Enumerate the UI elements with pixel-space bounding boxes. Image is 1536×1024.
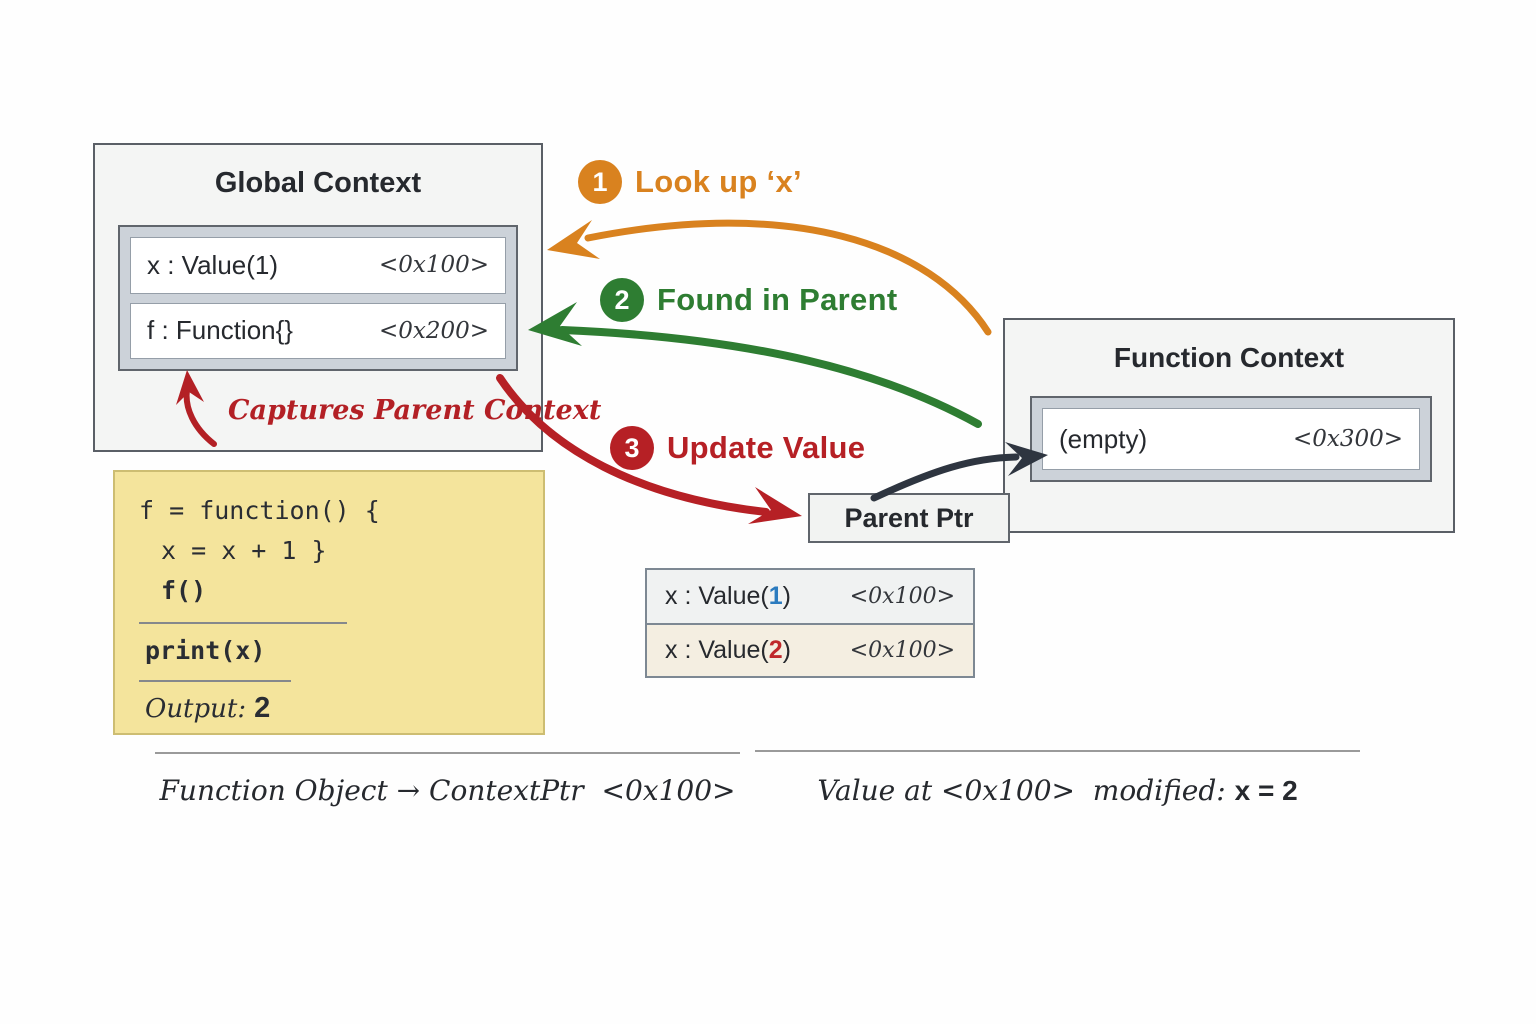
lookup-arrowhead bbox=[547, 220, 600, 259]
caption-divider-left bbox=[155, 752, 740, 754]
step-1-badge: 1 bbox=[578, 160, 622, 204]
output-line: Output:2 bbox=[145, 692, 270, 725]
memory-address: <0x100> bbox=[849, 584, 955, 609]
global-context-box: Global Context x : Value(1) <0x100> f : … bbox=[93, 143, 543, 452]
variable-entry: (empty) bbox=[1059, 423, 1148, 454]
found-arrow bbox=[558, 326, 982, 428]
update-arrowhead bbox=[748, 487, 802, 524]
step-1: 1 Look up ‘x’ bbox=[578, 160, 802, 204]
memory-address: <0x100> bbox=[849, 638, 955, 663]
context-row: (empty) <0x300> bbox=[1042, 408, 1420, 470]
value-entry: x : Value(1) bbox=[665, 582, 791, 610]
code-line: x = x + 1 } bbox=[161, 536, 327, 565]
code-divider bbox=[139, 622, 347, 624]
output-value: 2 bbox=[254, 692, 271, 724]
value-digit: 1 bbox=[768, 582, 783, 610]
context-row: f : Function{} <0x200> bbox=[130, 302, 506, 359]
parent-ptr-arrow bbox=[870, 453, 1020, 502]
context-row: x : Value(1) <0x100> bbox=[130, 237, 506, 294]
print-statement: print(x) bbox=[145, 636, 266, 665]
caption-function-object: Function Object → ContextPtr <0x100> bbox=[159, 774, 736, 807]
memory-address: <0x100> bbox=[378, 252, 489, 279]
step-3: 3 Update Value bbox=[610, 426, 865, 470]
code-divider bbox=[139, 680, 291, 682]
variable-entry: x : Value(1) bbox=[147, 249, 279, 280]
step-3-badge: 3 bbox=[610, 426, 654, 470]
step-2: 2 Found in Parent bbox=[600, 278, 897, 322]
code-snippet-box: f = function() { x = x + 1 } f() print(x… bbox=[113, 470, 545, 735]
global-context-title: Global Context bbox=[214, 167, 422, 199]
value-digit: 2 bbox=[768, 636, 783, 664]
result-text: x = 2 bbox=[1234, 775, 1298, 806]
step-2-label: Found in Parent bbox=[657, 282, 898, 317]
code-line: f() bbox=[161, 576, 207, 605]
memory-address: <0x200> bbox=[378, 317, 489, 344]
value-cell-stack: x : Value(1) <0x100> x : Value(2) <0x100… bbox=[645, 568, 975, 678]
global-context-slots: x : Value(1) <0x100> f : Function{} <0x2… bbox=[118, 225, 518, 371]
step-1-label: Look up ‘x’ bbox=[635, 164, 802, 199]
parent-ptr-box: Parent Ptr bbox=[808, 493, 1010, 543]
function-context-slots: (empty) <0x300> bbox=[1030, 396, 1432, 482]
caption-divider-right bbox=[755, 750, 1360, 752]
caption-value-modified: Value at <0x100> modified: x = 2 bbox=[817, 774, 1298, 807]
step-3-label: Update Value bbox=[667, 430, 866, 465]
memory-address: <0x300> bbox=[1292, 426, 1403, 452]
value-cell-old: x : Value(1) <0x100> bbox=[647, 570, 973, 623]
variable-entry: f : Function{} bbox=[147, 315, 293, 346]
function-context-box: Function Context (empty) <0x300> bbox=[1003, 318, 1455, 533]
code-line: f = function() { bbox=[139, 496, 380, 525]
parent-ptr-label: Parent Ptr bbox=[844, 502, 974, 533]
value-cell-new: x : Value(2) <0x100> bbox=[647, 623, 973, 676]
value-entry: x : Value(2) bbox=[665, 636, 791, 664]
captures-parent-context-note: Captures Parent Context bbox=[228, 395, 602, 426]
output-label: Output: bbox=[145, 694, 247, 724]
arrow-glyph: → bbox=[396, 774, 421, 807]
function-context-title: Function Context bbox=[1113, 342, 1345, 373]
step-2-badge: 2 bbox=[600, 278, 644, 322]
